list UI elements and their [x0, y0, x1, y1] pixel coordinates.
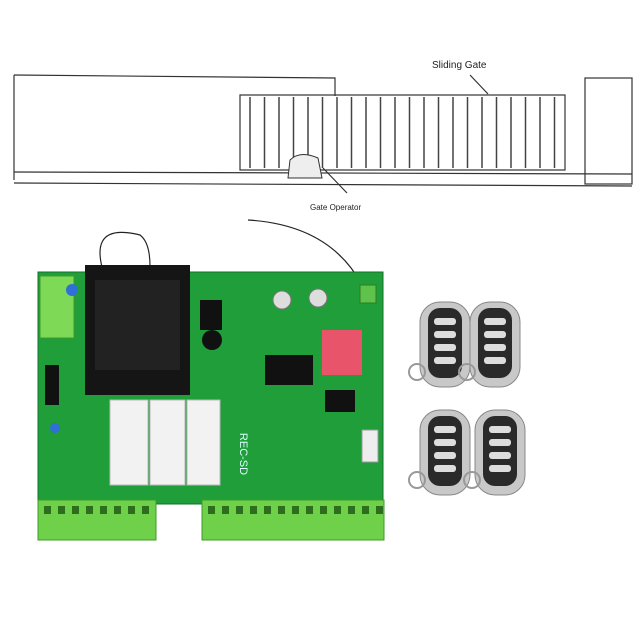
remote-button — [484, 318, 506, 325]
gate-operator — [287, 154, 323, 179]
potentiometer — [272, 290, 292, 310]
remote-button — [489, 439, 511, 446]
right-post — [584, 77, 633, 185]
terminal-screw — [86, 506, 93, 514]
keyring — [458, 363, 476, 381]
chip — [265, 355, 313, 385]
remote-button — [489, 452, 511, 459]
board-label: REC-SD — [237, 432, 250, 476]
gate-operator-label: Gate Operator — [310, 203, 362, 212]
remote-button — [434, 318, 456, 325]
keyring — [408, 363, 426, 381]
remote-button — [484, 331, 506, 338]
potentiometer — [308, 288, 328, 308]
ground-line — [13, 182, 633, 187]
remote-button — [434, 465, 456, 472]
relay — [109, 399, 149, 486]
terminal-screw — [306, 506, 313, 514]
remote-button — [434, 439, 456, 446]
terminal-screw — [320, 506, 327, 514]
blue-capacitor — [50, 423, 60, 433]
blue-capacitor — [66, 284, 78, 296]
keyring — [408, 471, 426, 489]
remote-button — [484, 357, 506, 364]
terminal-screw — [222, 506, 229, 514]
sliding-gate-arrow — [469, 74, 489, 95]
remote-button — [434, 357, 456, 364]
capacitor — [202, 330, 222, 350]
terminal-block-left — [37, 499, 157, 541]
terminal-screw — [362, 506, 369, 514]
terminal-screw — [72, 506, 79, 514]
gate-operator-arrow — [322, 167, 348, 194]
terminal-screw — [142, 506, 149, 514]
left-wall — [13, 74, 336, 96]
remote-fob — [463, 409, 526, 496]
terminal-screw — [44, 506, 51, 514]
remote-controls — [408, 301, 526, 496]
terminal-screw — [264, 506, 271, 514]
remote-button — [434, 331, 456, 338]
control-board — [37, 265, 385, 541]
relay — [149, 399, 186, 486]
terminal-screw — [376, 506, 383, 514]
remote-fob — [408, 409, 471, 496]
terminal-screw — [292, 506, 299, 514]
remote-fob — [458, 301, 521, 388]
rail — [13, 171, 633, 175]
relay — [186, 399, 221, 486]
terminal-screw — [334, 506, 341, 514]
terminal-screw — [236, 506, 243, 514]
terminal-screw — [128, 506, 135, 514]
chip — [325, 390, 355, 412]
remote-button — [489, 426, 511, 433]
terminal-screw — [100, 506, 107, 514]
terminal-screw — [250, 506, 257, 514]
terminal-screw — [208, 506, 215, 514]
terminal-screw — [278, 506, 285, 514]
terminal-screw — [58, 506, 65, 514]
remote-button — [434, 344, 456, 351]
terminal-screw — [114, 506, 121, 514]
connector — [361, 429, 379, 463]
terminal-screws — [44, 506, 383, 514]
component — [200, 300, 222, 330]
sliding-gate — [239, 94, 566, 171]
transformer-core — [95, 280, 180, 370]
remote-button — [489, 465, 511, 472]
remote-button — [484, 344, 506, 351]
remote-button — [434, 426, 456, 433]
sliding-gate-label: Sliding Gate — [432, 60, 487, 71]
gate-bars — [249, 97, 556, 168]
dip-switch — [322, 330, 362, 375]
component — [45, 365, 59, 405]
keyring — [463, 471, 481, 489]
terminal-screw — [348, 506, 355, 514]
antenna-terminal — [359, 284, 377, 304]
remote-button — [434, 452, 456, 459]
remote-fob — [408, 301, 471, 388]
